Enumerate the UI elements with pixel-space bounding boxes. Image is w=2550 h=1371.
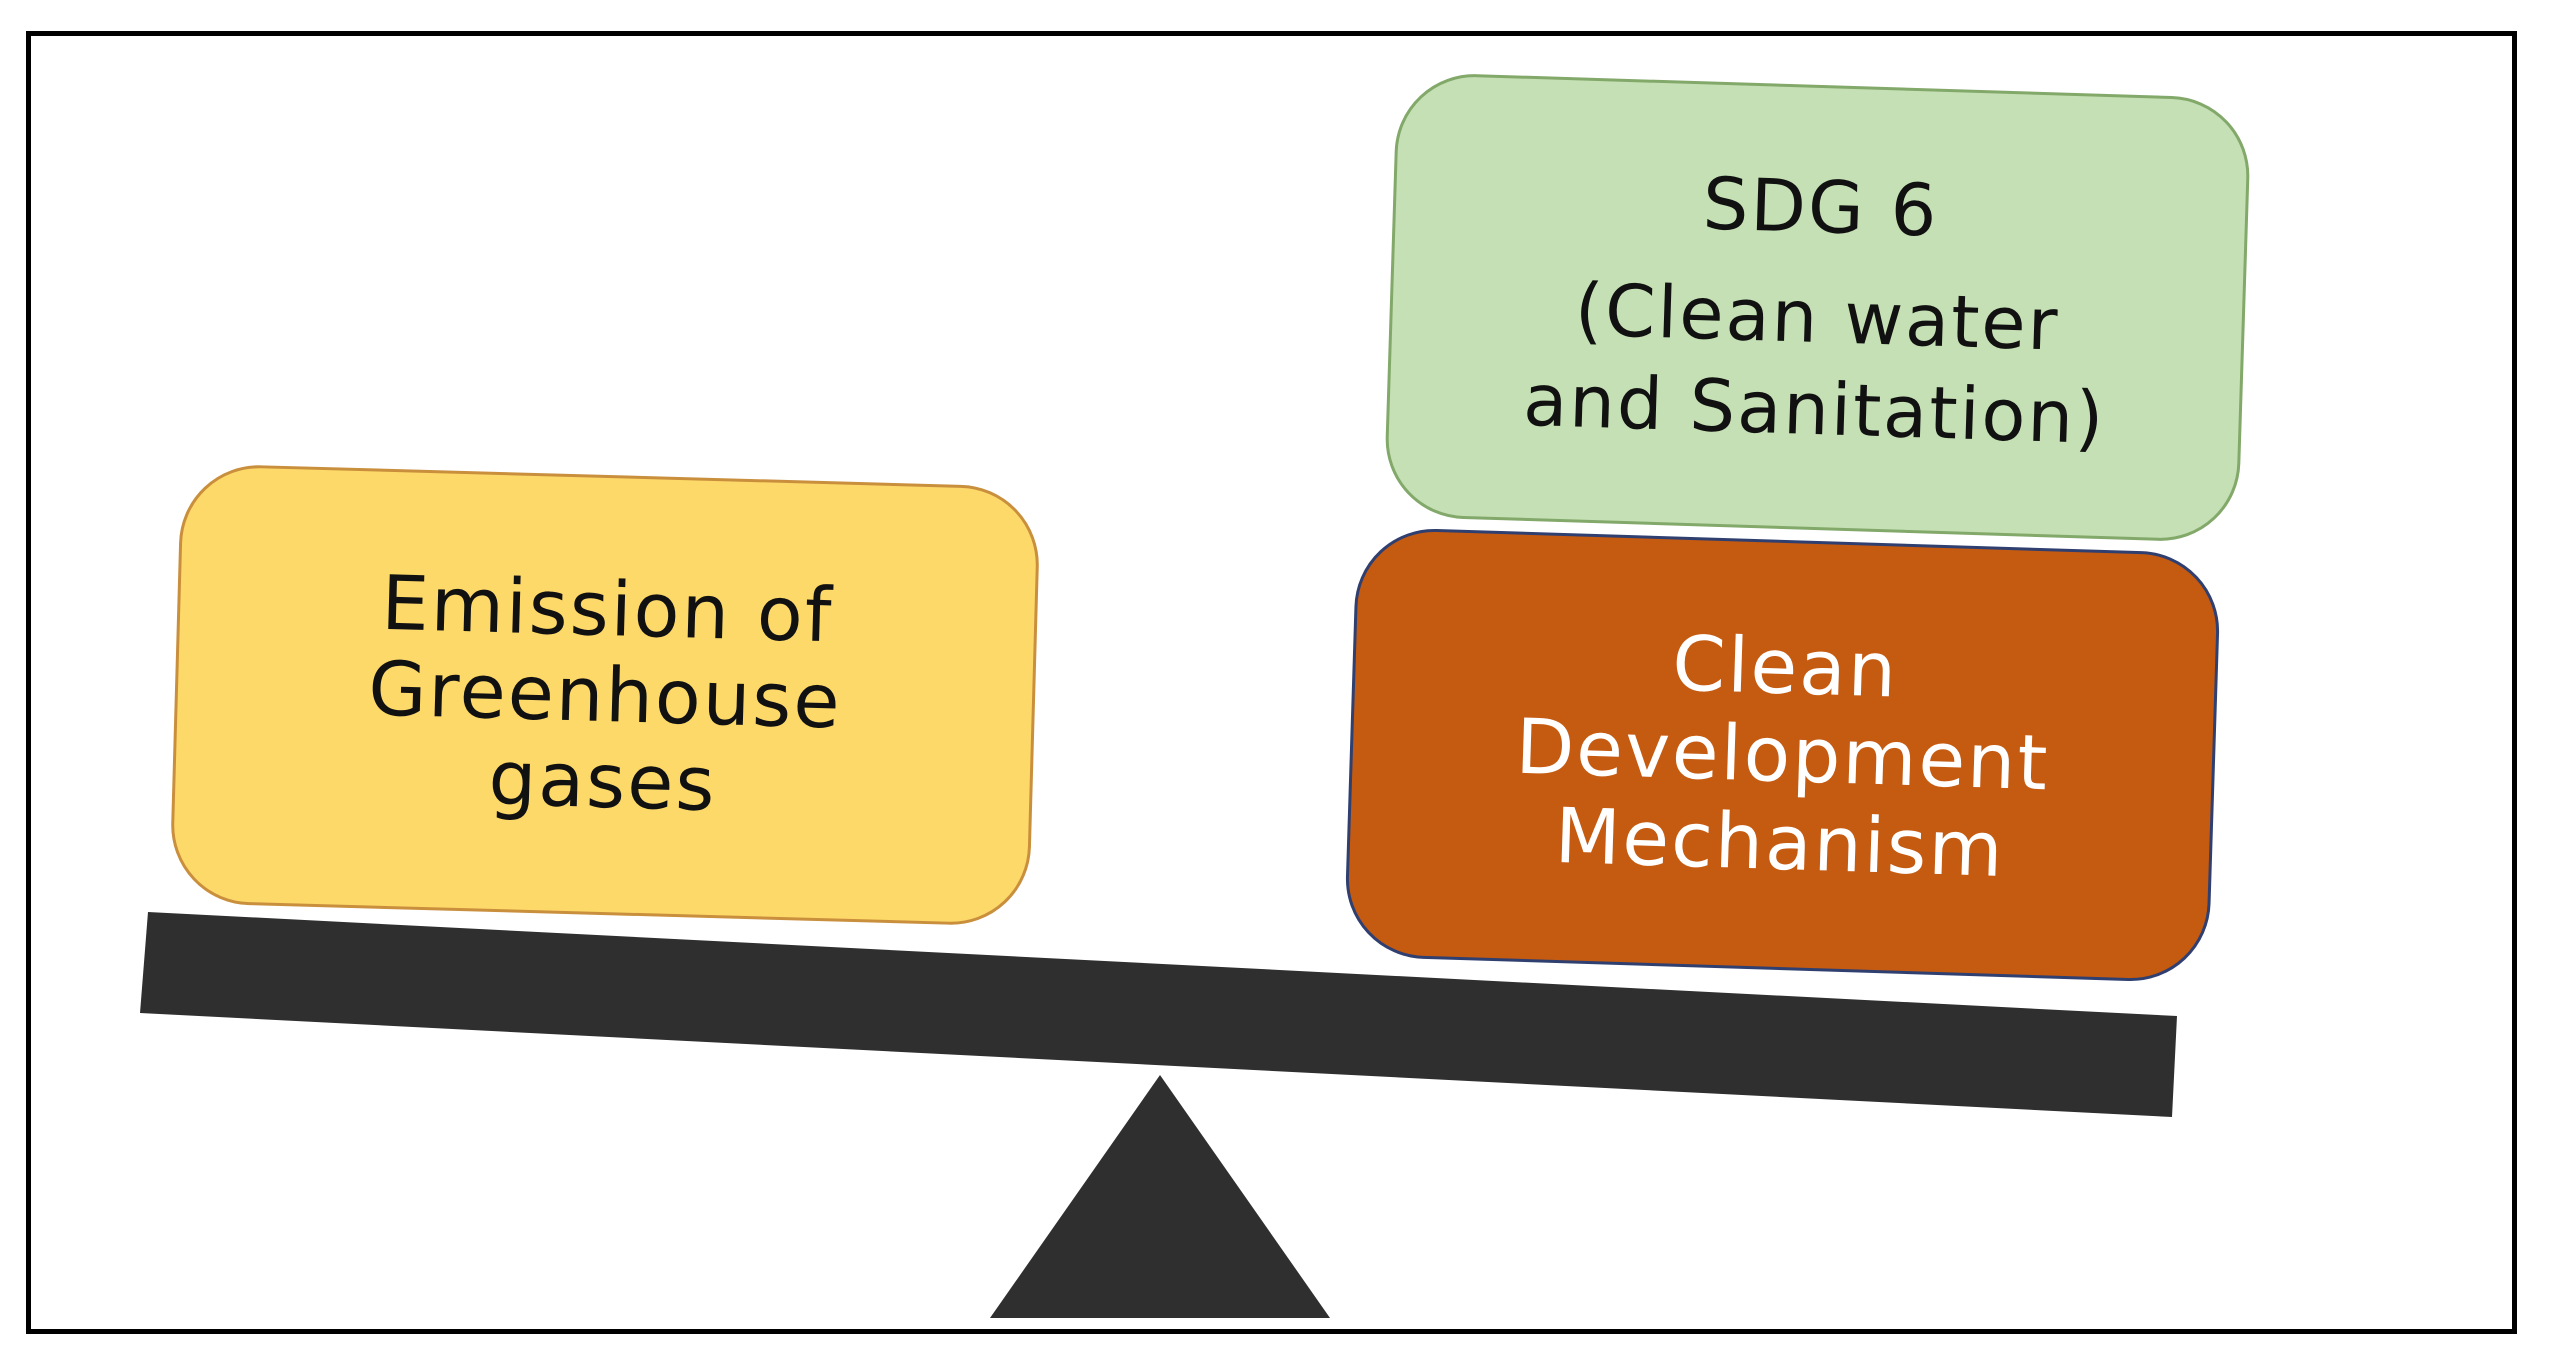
seesaw-fulcrum <box>990 1075 1330 1318</box>
cdm-box: Clean Development Mechanism <box>1343 526 2222 984</box>
seesaw-beam <box>140 912 2177 1117</box>
diagram-border <box>26 31 2517 1334</box>
sdg6-line-2: (Clean water <box>1573 266 2061 367</box>
emission-line-2: Greenhouse <box>367 644 843 746</box>
sdg6-spacer <box>1819 253 1820 271</box>
sdg6-box: SDG 6 (Clean water and Sanitation) <box>1383 71 2252 544</box>
cdm-line-1: Clean <box>1671 618 1900 715</box>
sdg6-line-1: SDG 6 <box>1701 160 1940 253</box>
emission-line-1: Emission of <box>380 558 835 660</box>
cdm-line-3: Mechanism <box>1553 790 2006 894</box>
emission-line-3: gases <box>487 733 718 829</box>
emission-box: Emission of Greenhouse gases <box>169 463 1041 927</box>
sdg6-line-3: and Sanitation) <box>1522 357 2107 460</box>
